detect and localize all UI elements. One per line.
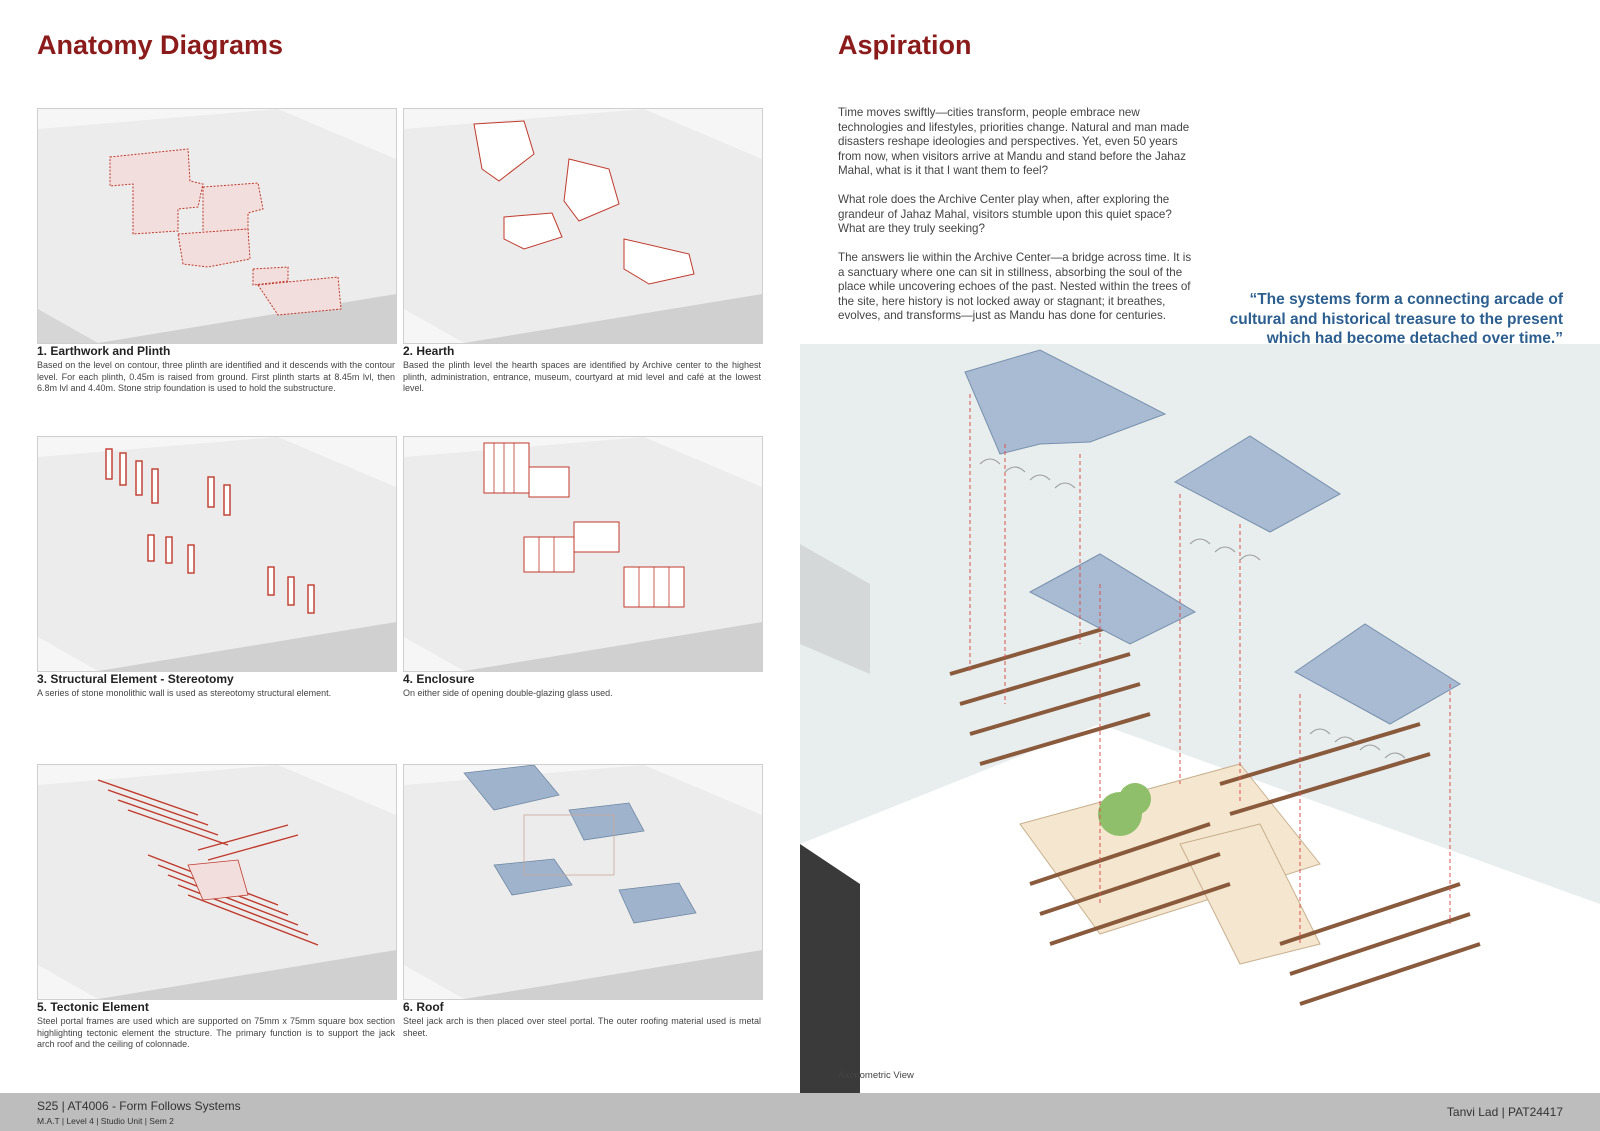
diagram-2-text: Based the plinth level the hearth spaces… [403, 360, 761, 393]
pull-quote: “The systems form a connecting arcade of… [1229, 291, 1563, 347]
diagram-5-title: 5. Tectonic Element [37, 1000, 149, 1014]
diagram-5-text: Steel portal frames are used which are s… [37, 1016, 395, 1049]
diagram-3-text: A series of stone monolithic wall is use… [37, 688, 332, 698]
diagram-hearth [403, 108, 763, 344]
diagram-4-text: On either side of opening double-glazing… [403, 688, 613, 698]
footer-details: M.A.T | Level 4 | Studio Unit | Sem 2 [37, 1116, 174, 1126]
diagram-6-text: Steel jack arch is then placed over stee… [403, 1016, 761, 1038]
diagram-3-title: 3. Structural Element - Stereotomy [37, 672, 234, 686]
diagram-4-title: 4. Enclosure [403, 672, 475, 686]
section-title-anatomy: Anatomy Diagrams [37, 30, 284, 60]
footer-author: Tanvi Lad | PAT24417 [1446, 1105, 1563, 1119]
aspiration-paragraph-3: The answers lie within the Archive Cente… [838, 251, 1192, 322]
diagram-6-title: 6. Roof [403, 1000, 444, 1014]
diagram-1-title: 1. Earthwork and Plinth [37, 344, 171, 358]
axonometric-view-illustration [800, 344, 1600, 1093]
aspiration-paragraph-1: Time moves swiftly—cities transform, peo… [838, 106, 1190, 177]
axonometric-view-label: Axonometric View [838, 1070, 914, 1081]
diagram-earthwork-plinth [37, 108, 397, 344]
footer-bar: S25 | AT4006 - Form Follows Systems M.A.… [0, 1093, 1600, 1131]
diagram-roof [403, 764, 763, 1000]
section-title-aspiration: Aspiration [838, 30, 972, 60]
footer-course: S25 | AT4006 - Form Follows Systems [37, 1099, 241, 1113]
diagram-enclosure [403, 436, 763, 672]
aspiration-paragraph-2: What role does the Archive Center play w… [838, 193, 1172, 235]
diagram-1-text: Based on the level on contour, three pli… [37, 360, 395, 393]
diagram-2-title: 2. Hearth [403, 344, 455, 358]
diagram-tectonic [37, 764, 397, 1000]
diagram-stereotomy [37, 436, 397, 672]
